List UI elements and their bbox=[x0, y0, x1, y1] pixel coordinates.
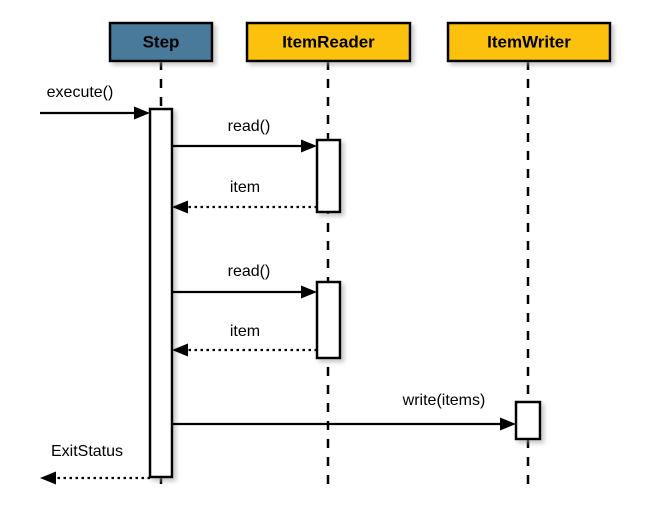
message-write-items-arrowhead bbox=[500, 417, 516, 431]
participant-itemreader-box[interactable] bbox=[245, 21, 412, 63]
message-execute-arrowhead bbox=[134, 106, 150, 120]
message-execute[interactable]: execute() bbox=[40, 84, 150, 120]
message-item-2[interactable]: item bbox=[172, 323, 317, 357]
message-item-1-arrowhead bbox=[172, 200, 188, 214]
message-exitstatus[interactable]: ExitStatus bbox=[40, 443, 150, 485]
message-exitstatus-arrowhead bbox=[40, 471, 56, 485]
message-read-2[interactable]: read() bbox=[172, 263, 317, 299]
message-item-1[interactable]: item bbox=[172, 179, 317, 214]
message-write-items-label: write(items) bbox=[402, 392, 486, 409]
participant-itemwriter[interactable]: ItemWriter bbox=[446, 21, 612, 63]
message-item-1-label: item bbox=[230, 179, 260, 196]
message-item-2-arrowhead bbox=[172, 343, 188, 357]
message-item-2-label: item bbox=[230, 323, 260, 340]
message-read-1-label: read() bbox=[228, 118, 271, 135]
message-write-items[interactable]: write(items) bbox=[172, 392, 516, 431]
message-read-2-arrowhead bbox=[301, 285, 317, 299]
activation-step[interactable] bbox=[148, 107, 174, 479]
participant-itemreader[interactable]: ItemReader bbox=[245, 21, 412, 63]
participant-step-box[interactable] bbox=[108, 21, 214, 63]
activation-itemwriter-1[interactable] bbox=[514, 400, 542, 441]
message-read-2-label: read() bbox=[228, 263, 271, 280]
message-exitstatus-label: ExitStatus bbox=[51, 443, 123, 460]
activation-itemreader-2[interactable] bbox=[315, 280, 342, 360]
message-read-1-arrowhead bbox=[301, 139, 317, 153]
message-read-1[interactable]: read() bbox=[172, 118, 317, 153]
participant-step-label: Step bbox=[143, 32, 180, 51]
participant-step[interactable]: Step bbox=[108, 21, 214, 63]
activation-bars-group bbox=[148, 107, 542, 479]
message-execute-label: execute() bbox=[47, 84, 114, 101]
activation-itemreader-1[interactable] bbox=[315, 138, 342, 214]
participant-itemwriter-box[interactable] bbox=[446, 21, 612, 63]
participant-itemwriter-label: ItemWriter bbox=[487, 32, 571, 51]
participant-headers-group: Step ItemReader ItemWriter bbox=[108, 21, 612, 63]
participant-itemreader-label: ItemReader bbox=[282, 32, 375, 51]
lifelines-group bbox=[159, 61, 530, 492]
